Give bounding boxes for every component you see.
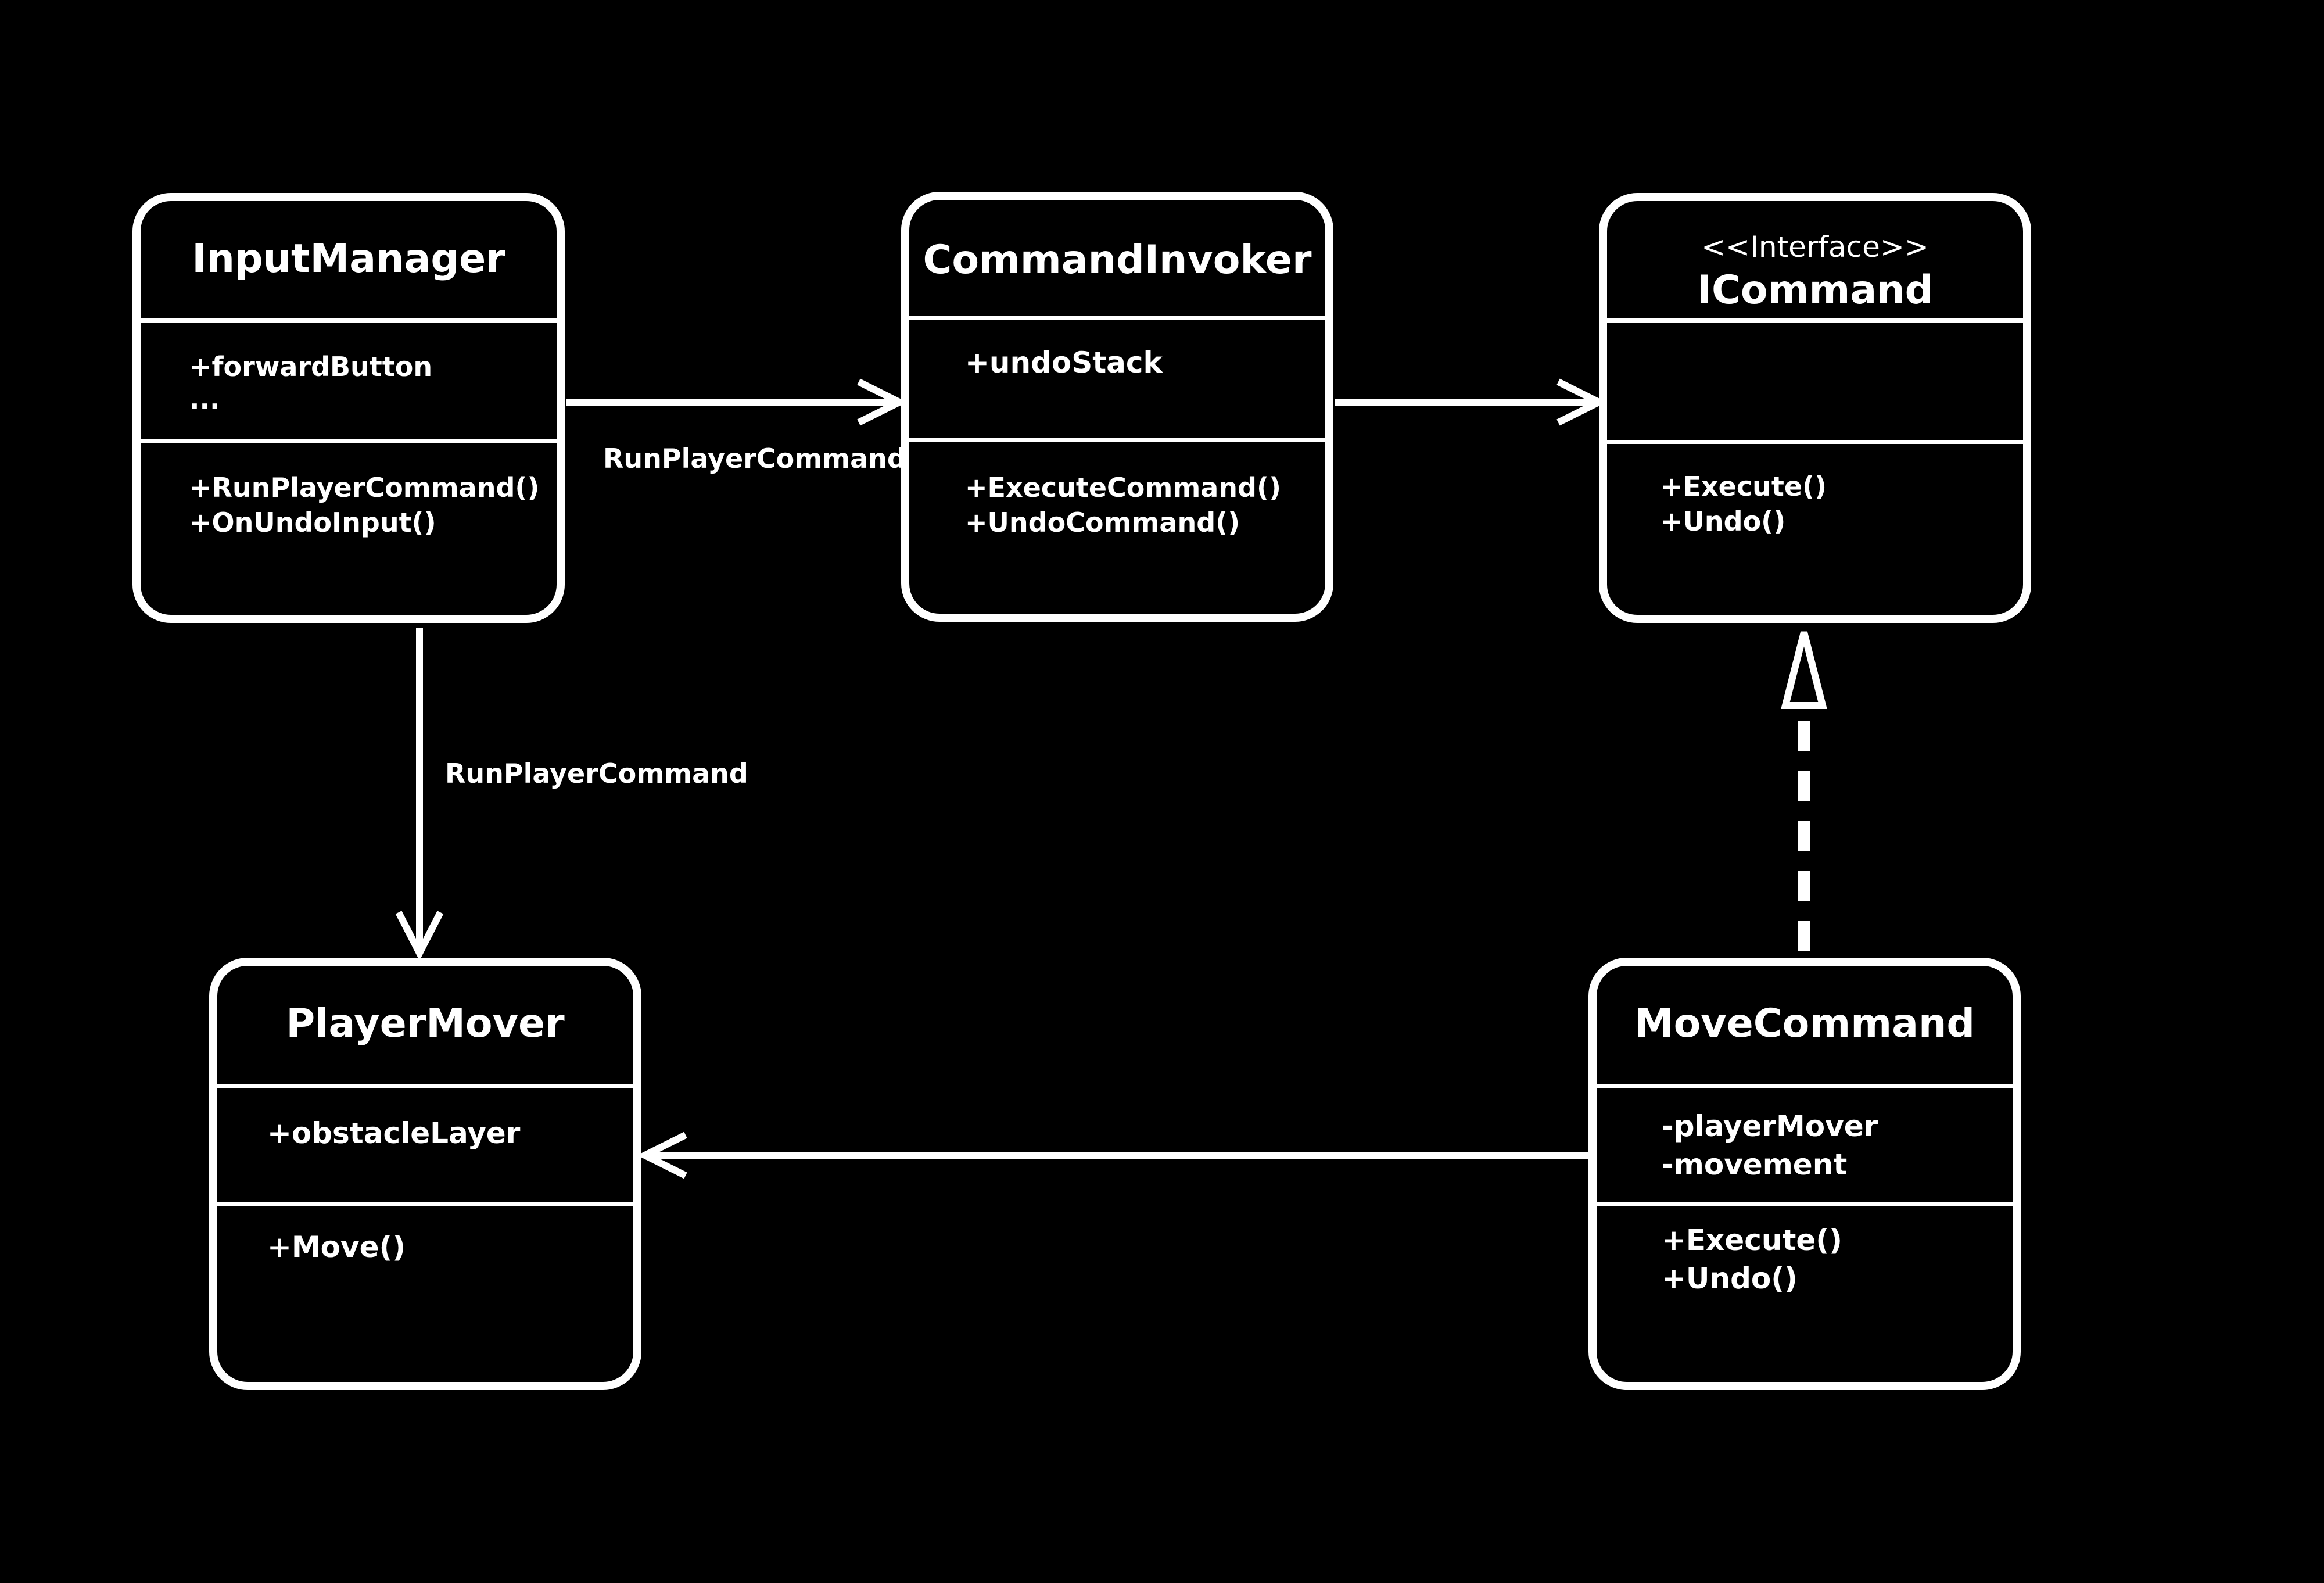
divider xyxy=(909,438,1325,442)
class-box-inputmanager: InputManager +forwardButton ... +RunPlay… xyxy=(132,193,565,623)
method: +RunPlayerCommand() xyxy=(189,472,540,503)
divider xyxy=(909,316,1325,320)
method: +Move() xyxy=(267,1230,406,1264)
divider xyxy=(217,1084,633,1088)
method: +Undo() xyxy=(1660,506,1786,537)
edge-label-runplayercommand-vertical: RunPlayerCommand xyxy=(445,758,748,789)
attribute: -movement xyxy=(1662,1148,1848,1181)
attribute: +undoStack xyxy=(965,346,1163,379)
class-name: InputManager xyxy=(192,236,505,282)
edge-movecommand-to-playermover xyxy=(637,1131,1589,1179)
class-name: MoveCommand xyxy=(1634,1001,1975,1047)
divider xyxy=(1607,440,2023,444)
attribute: +forwardButton xyxy=(189,351,433,382)
divider xyxy=(217,1202,633,1206)
method: +OnUndoInput() xyxy=(189,507,436,538)
class-box-icommand: <<Interface>> ICommand +Execute() +Undo(… xyxy=(1599,193,2031,623)
edge-commandinvoker-to-icommand xyxy=(1335,378,1607,426)
divider xyxy=(1607,318,2023,323)
method: +Undo() xyxy=(1662,1262,1798,1295)
class-box-commandinvoker: CommandInvoker +undoStack +ExecuteComman… xyxy=(901,192,1333,622)
class-name: PlayerMover xyxy=(286,1001,565,1047)
method: +UndoCommand() xyxy=(965,507,1240,538)
class-box-movecommand: MoveCommand -playerMover -movement +Exec… xyxy=(1588,958,2021,1390)
method: +Execute() xyxy=(1662,1223,1842,1257)
open-arrowhead xyxy=(637,1131,687,1179)
method: +Execute() xyxy=(1660,471,1827,502)
attribute: +obstacleLayer xyxy=(267,1116,521,1150)
attribute: -playerMover xyxy=(1662,1109,1878,1143)
edge-label-runplayercommand-horizontal: RunPlayerCommand xyxy=(603,443,906,474)
edge-inputmanager-to-commandinvoker xyxy=(566,378,908,426)
class-name: CommandInvoker xyxy=(923,237,1312,283)
class-name: ICommand xyxy=(1697,267,1934,313)
divider xyxy=(141,439,557,443)
divider xyxy=(141,318,557,323)
class-box-playermover: PlayerMover +obstacleLayer +Move() xyxy=(209,958,641,1390)
hollow-triangle-arrowhead xyxy=(1781,631,1827,709)
stereotype-label: <<Interface>> xyxy=(1701,230,1929,264)
open-arrowhead xyxy=(857,378,908,426)
attribute: ... xyxy=(189,384,220,415)
divider xyxy=(1597,1202,2013,1206)
method: +ExecuteCommand() xyxy=(965,472,1282,503)
edge-inputmanager-to-playermover xyxy=(395,628,444,961)
open-arrowhead xyxy=(395,911,444,961)
divider xyxy=(1597,1084,2013,1088)
edge-movecommand-realizes-icommand xyxy=(1781,631,1827,951)
